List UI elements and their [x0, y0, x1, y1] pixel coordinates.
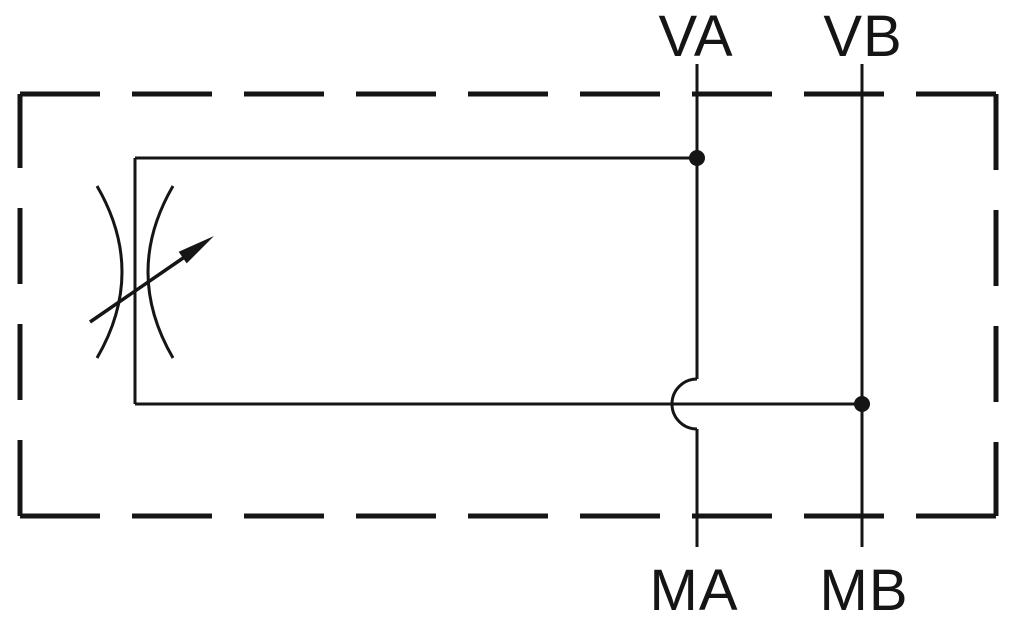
filled-shapes	[178, 150, 870, 412]
port-labels: VA VB MA MB	[650, 4, 909, 623]
port-label-vb: VB	[823, 4, 902, 69]
port-label-va: VA	[658, 4, 733, 69]
throttle-arc-right	[146, 185, 175, 359]
throttle-adjust-arrowhead-icon	[178, 236, 214, 264]
valve-enclosure-outline	[17, 91, 999, 519]
throttle-arc-left	[95, 185, 124, 359]
throttle-adjust-arrow-shaft	[89, 254, 187, 324]
port-label-mb: MB	[820, 558, 909, 623]
junction-dot-icon	[854, 396, 870, 412]
variable-throttle-icon	[89, 185, 187, 359]
junction-dot-icon	[689, 150, 705, 166]
circuit-lines	[89, 64, 864, 547]
port-label-ma: MA	[650, 558, 739, 623]
